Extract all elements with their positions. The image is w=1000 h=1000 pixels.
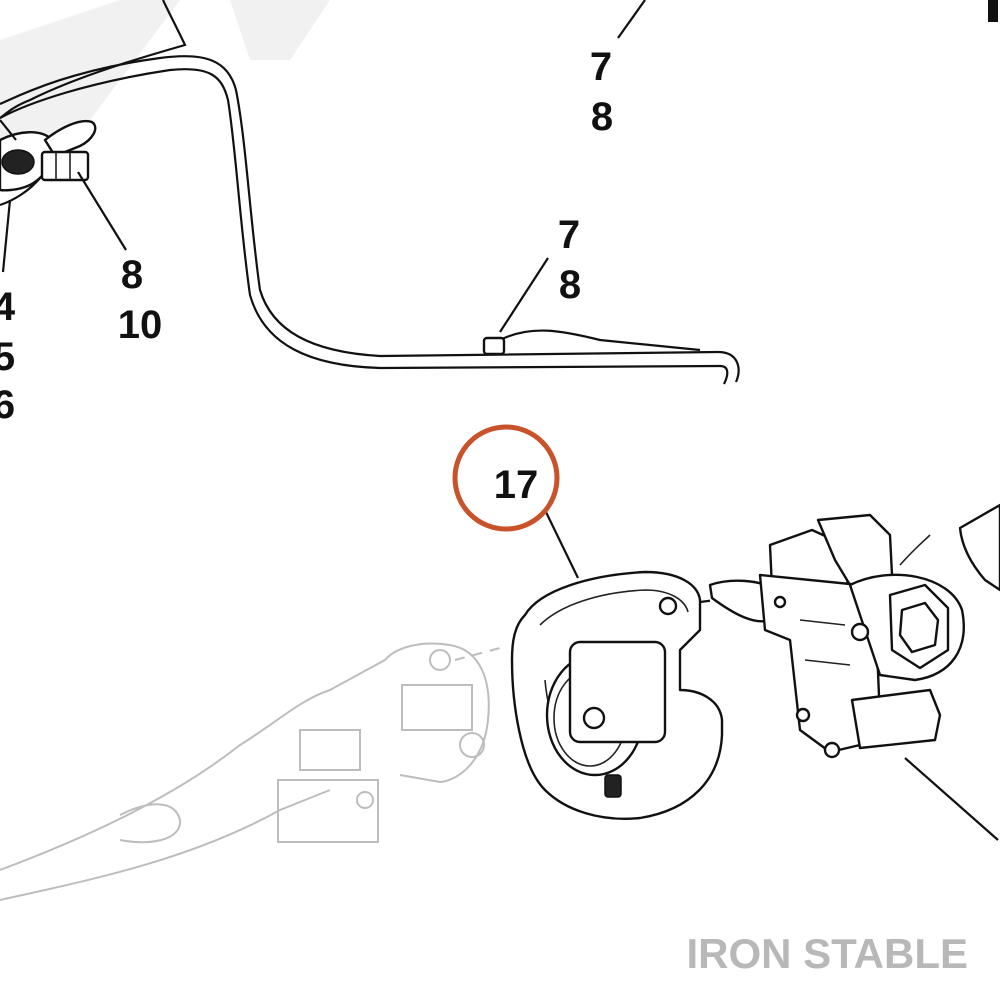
- callout-label: 8: [591, 95, 613, 139]
- leader-lines: [0, 0, 999, 841]
- callout-label-highlighted: 17: [494, 463, 539, 507]
- callout-label: 7: [558, 213, 580, 257]
- highlight-circle: [452, 424, 560, 532]
- wire-harness: [0, 0, 740, 385]
- background-watermark-shape: [0, 0, 330, 160]
- callout-label: 8: [559, 263, 581, 307]
- callout-label: 7: [590, 45, 612, 89]
- callout-label: 4: [0, 285, 16, 329]
- callout-label: 8: [121, 253, 143, 297]
- callout-label: 5: [0, 335, 15, 379]
- callout-label: 10: [118, 303, 163, 347]
- housing-shell: [510, 570, 724, 820]
- switch-assembly: [708, 503, 1000, 759]
- faded-lever-housing: [0, 642, 501, 901]
- edge-mark: [988, 0, 998, 22]
- watermark-text: IRON STABLE: [686, 930, 968, 977]
- connector-assembly: [0, 119, 97, 207]
- callout-label: 6: [0, 383, 15, 427]
